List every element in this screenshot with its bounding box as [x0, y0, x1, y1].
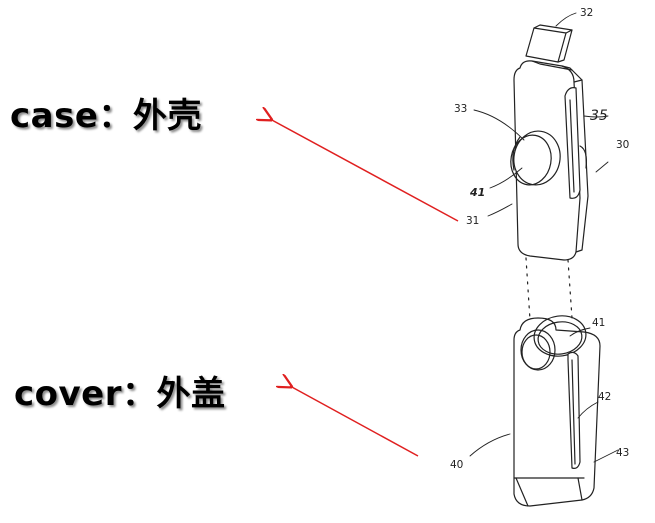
ref-31: 31 — [466, 215, 479, 227]
round-button — [510, 130, 561, 186]
cover-arrow — [290, 386, 419, 457]
swivel-pin — [579, 145, 587, 169]
case-arrow — [270, 119, 459, 222]
ref-42: 42 — [598, 391, 611, 403]
usb-connector-plug — [525, 24, 573, 63]
ref-40: 40 — [450, 459, 463, 471]
ref-43: 43 — [616, 447, 629, 459]
alignment-lines — [525, 257, 573, 321]
cover-body — [513, 315, 601, 507]
ref-33: 33 — [454, 103, 467, 115]
leader-lines — [469, 12, 619, 463]
ref-32: 32 — [580, 7, 593, 19]
cover-annotation-label: cover：外盖 — [14, 374, 226, 414]
ref-41-cover: 41 — [592, 317, 605, 329]
annotation-arrows — [270, 119, 459, 457]
ref-35: 35 — [590, 108, 608, 124]
ref-30: 30 — [616, 139, 629, 151]
case-annotation-label: case：外壳 — [10, 96, 202, 136]
ref-41-case: 41 — [469, 186, 485, 199]
